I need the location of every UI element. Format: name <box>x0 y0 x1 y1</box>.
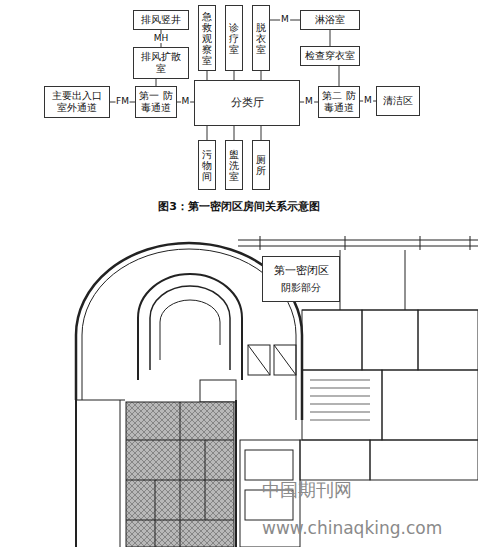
door-code: M <box>304 97 314 107</box>
watermark: www.chinaqking.com <box>262 518 442 538</box>
room-box-vertical: 厕所 <box>252 140 270 190</box>
room-name: 分类厅 <box>231 96 264 109</box>
room-name: 排风竖井 <box>141 14 181 26</box>
door-code: M <box>363 96 373 106</box>
room-name: 检查穿衣室 <box>305 50 355 62</box>
zone-title: 第一密闭区 <box>274 264 329 277</box>
room-box: 主要出入口 室外通道 <box>44 86 110 118</box>
room-box: 第二 防毒通道 <box>318 86 360 118</box>
room-name: 主要出入口 室外通道 <box>48 90 106 114</box>
room-box: 分类厅 <box>194 80 300 126</box>
room-box-vertical: 急救观察室 <box>198 5 216 71</box>
room-box-vertical: 脱衣室 <box>252 5 270 71</box>
connector-line <box>261 71 262 80</box>
room-box: 淋浴室 <box>300 10 360 30</box>
zone-legend-box: 第一密闭区阴影部分 <box>262 256 340 302</box>
room-box: 排风竖井 <box>133 10 189 30</box>
room-box-vertical: 盥洗室 <box>225 140 243 190</box>
zone-note: 阴影部分 <box>281 282 321 294</box>
room-box-vertical: 诊疗室 <box>225 5 243 71</box>
connector-line <box>234 126 235 140</box>
room-name: 厕所 <box>256 154 266 176</box>
door-code: M <box>280 15 290 25</box>
connector-line <box>156 79 157 86</box>
room-name: 急救观察室 <box>202 11 212 66</box>
connector-line <box>261 126 262 140</box>
connector-line <box>234 71 235 80</box>
connector-line <box>207 71 208 80</box>
room-name: 第二 防毒通道 <box>322 90 356 114</box>
room-name: 诊疗室 <box>229 22 239 55</box>
watermark: 中国期刊网 <box>262 478 352 502</box>
room-name: 第一 防毒通道 <box>139 90 173 114</box>
room-name: 清洁区 <box>383 95 413 107</box>
connector-line <box>207 126 208 140</box>
room-box: 排风扩散室 <box>133 47 189 79</box>
room-box: 清洁区 <box>376 86 420 116</box>
room-name: 盥洗室 <box>229 149 239 182</box>
room-name: 淋浴室 <box>315 14 345 26</box>
door-code: FM <box>115 97 130 107</box>
room-box-vertical: 污物间 <box>198 140 216 190</box>
door-code: M <box>181 97 191 107</box>
connector-line <box>339 66 340 86</box>
door-code: MH <box>153 34 170 44</box>
room-name: 排风扩散室 <box>137 51 185 75</box>
connector-line <box>330 30 331 46</box>
room-name: 脱衣室 <box>256 22 266 55</box>
room-box: 第一 防毒通道 <box>135 86 177 118</box>
room-name: 污物间 <box>202 149 212 182</box>
room-box: 检查穿衣室 <box>300 46 360 66</box>
figure-caption: 图3：第一密闭区房间关系示意图 <box>0 199 478 214</box>
